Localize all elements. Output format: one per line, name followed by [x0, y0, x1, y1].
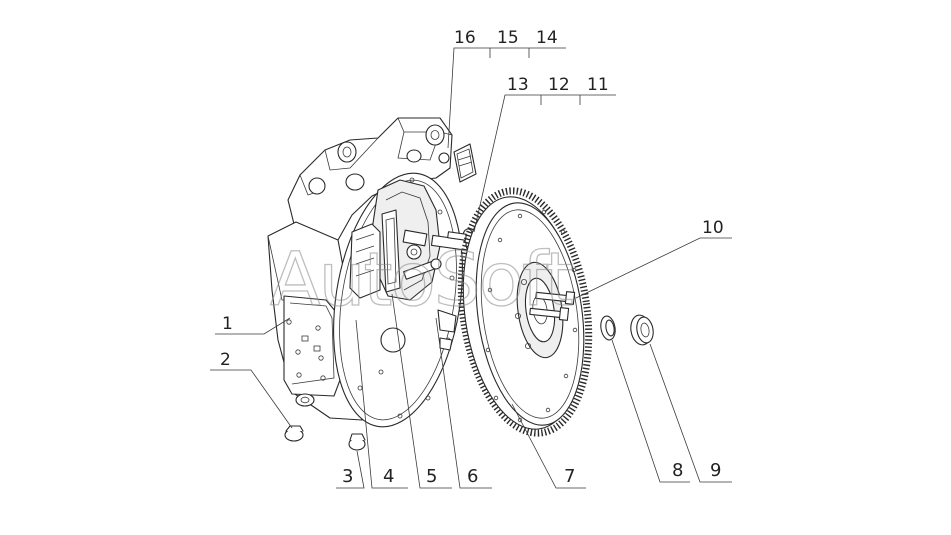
callout-1: 1 [222, 314, 233, 334]
sensor-cover-gasket [453, 143, 477, 183]
drain-plug-2 [284, 425, 304, 442]
flywheel-assembly [457, 187, 593, 437]
callout-13: 13 [507, 75, 529, 95]
callout-11: 11 [587, 75, 609, 95]
callout-12: 12 [548, 75, 570, 95]
callout-16: 16 [454, 28, 476, 48]
bearing-spacer [600, 315, 616, 341]
callout-7: 7 [564, 466, 575, 487]
drain-plug-3 [348, 433, 366, 451]
watermark-text: AutoSoft [270, 237, 573, 323]
callout-10: 10 [702, 218, 724, 238]
callout-6: 6 [467, 466, 478, 487]
flywheel-bolts [529, 291, 576, 321]
callout-9: 9 [710, 460, 721, 481]
callout-8: 8 [672, 460, 683, 481]
callout-5: 5 [426, 466, 437, 487]
callouts: 16 15 14 13 12 11 10 1 2 3 4 5 6 7 [210, 28, 732, 489]
callout-14: 14 [536, 28, 558, 48]
callout-15: 15 [497, 28, 519, 48]
callout-3: 3 [342, 466, 353, 487]
flywheel-housing [267, 117, 475, 428]
pilot-bearing [630, 314, 654, 346]
callout-2: 2 [220, 350, 231, 370]
callout-4: 4 [383, 466, 394, 487]
